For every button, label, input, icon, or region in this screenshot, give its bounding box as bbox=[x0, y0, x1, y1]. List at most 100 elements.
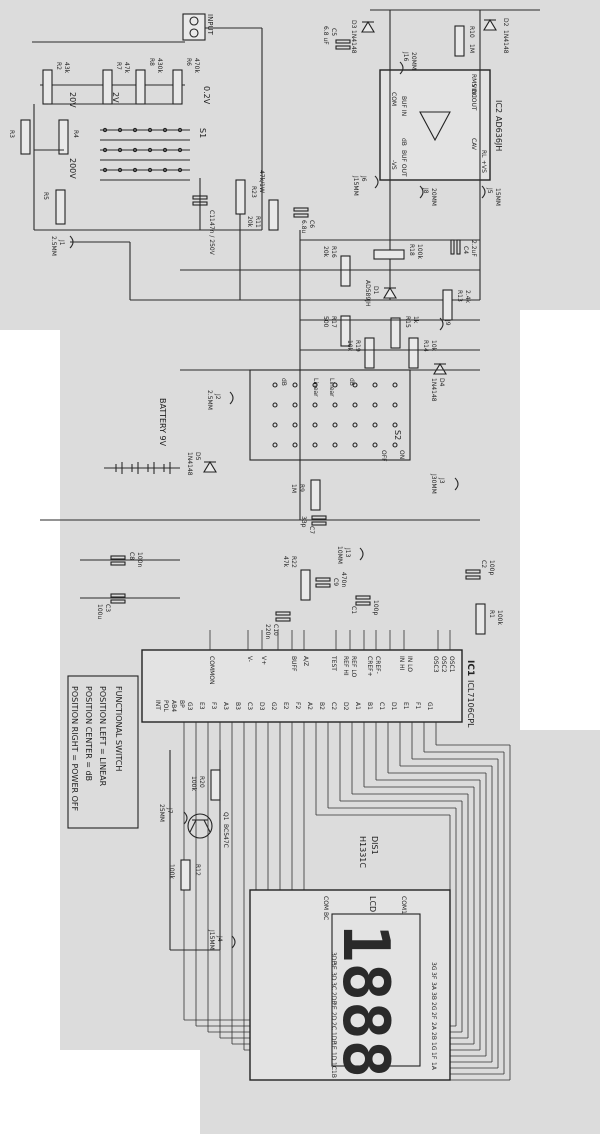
lcd-digits: 1888 bbox=[328, 924, 402, 1078]
svg-text:2DP: 2DP bbox=[330, 992, 337, 1004]
d3-value: 1N4148 bbox=[350, 30, 357, 54]
ic1-pin-test: TEST bbox=[330, 655, 337, 671]
ic1-pin-a3: A3 bbox=[222, 702, 229, 710]
svg-text:J1: J1 bbox=[58, 239, 65, 246]
ic1-pin-bp: BP bbox=[178, 700, 185, 708]
ic2-chip bbox=[379, 69, 491, 181]
svg-text:2.5MM: 2.5MM bbox=[50, 236, 57, 256]
input-label: INPUT bbox=[206, 14, 214, 36]
resistor-r6 bbox=[172, 69, 183, 105]
ic1-pin-ref-hi: REF HI bbox=[342, 656, 349, 676]
range-label-3: 200V bbox=[68, 158, 77, 179]
capacitor-c3-plate bbox=[110, 599, 126, 604]
r22-label: R22 bbox=[290, 556, 297, 568]
capacitor-c3 bbox=[110, 593, 126, 598]
lcd-label: LCD bbox=[368, 896, 377, 912]
svg-text:1A: 1A bbox=[430, 1062, 437, 1071]
capacitor-c1-plate bbox=[355, 601, 371, 606]
ic1-pin-e3: E3 bbox=[198, 702, 205, 710]
svg-text:2G: 2G bbox=[430, 1002, 437, 1011]
d1-value: AD589JH bbox=[364, 280, 371, 306]
capacitor-c6 bbox=[293, 207, 309, 212]
svg-text:3D: 3D bbox=[330, 972, 337, 981]
ic1-pin-osc3: OSC3 bbox=[432, 656, 439, 673]
r10-label: R10 bbox=[468, 26, 475, 38]
r13-label: R13 bbox=[456, 290, 463, 302]
resistor-r17 bbox=[340, 315, 351, 347]
input-terminal-hole-a bbox=[189, 16, 199, 26]
c1-label: C1 bbox=[350, 606, 357, 614]
r23-value: 47k/1W bbox=[258, 170, 265, 193]
resistor-r19 bbox=[364, 337, 375, 369]
ic2-pin-db: dB bbox=[400, 138, 407, 146]
lcd-part: H1331C bbox=[358, 836, 367, 868]
c11-label: C11 bbox=[208, 210, 215, 222]
r7-label: R7 bbox=[115, 62, 122, 70]
svg-text:3F: 3F bbox=[430, 972, 437, 980]
notes-line-1: POSITION CENTER = dB bbox=[84, 686, 93, 781]
resistor-r14 bbox=[408, 337, 419, 369]
svg-text:1DP: 1DP bbox=[330, 1032, 337, 1044]
input-terminal-hole-b bbox=[189, 28, 199, 38]
c9-label: C9 bbox=[332, 578, 339, 586]
ic1-pin-ab4: AB4 bbox=[170, 700, 177, 712]
svg-text:J15MM: J15MM bbox=[352, 175, 359, 196]
svg-text:J9: J9 bbox=[444, 319, 451, 326]
ic2-pin-buf-out: BUF OUT bbox=[400, 150, 407, 177]
c7-value: 33p bbox=[300, 516, 307, 528]
diode-d2 bbox=[483, 18, 497, 31]
ic1-pin-in-hi: IN HI bbox=[398, 656, 405, 671]
svg-text:2D: 2D bbox=[330, 1012, 337, 1021]
r5-label: R5 bbox=[42, 192, 49, 200]
resistor-r5 bbox=[55, 189, 66, 225]
r9-label: R9 bbox=[298, 484, 305, 492]
ic1-pin-b1: B1 bbox=[366, 702, 373, 710]
ic2-pin-cav: CAV bbox=[470, 138, 477, 151]
r1-label: R1 bbox=[488, 610, 495, 618]
range-label-1: 2V bbox=[111, 92, 120, 103]
capacitor-c2-plate bbox=[465, 575, 481, 580]
capacitor-c5-plate bbox=[335, 45, 351, 50]
ic1-top-leads bbox=[209, 630, 451, 650]
svg-text:2E: 2E bbox=[330, 1002, 337, 1010]
r17-value: 500 bbox=[322, 316, 329, 328]
switch-label-1: Linear bbox=[312, 378, 319, 397]
jumper-j5: J5 15MM bbox=[481, 185, 501, 206]
capacitor-c7 bbox=[311, 515, 327, 520]
ic2-part: AD636JH bbox=[494, 116, 503, 151]
r20-value: 100k bbox=[190, 776, 197, 791]
q1-label: Q1 bbox=[222, 812, 229, 821]
ic1-pin-g3: G3 bbox=[186, 702, 193, 711]
resistor-r11 bbox=[268, 199, 279, 231]
r2-label: R2 bbox=[55, 62, 62, 70]
svg-text:J2: J2 bbox=[214, 393, 221, 400]
ic1-part: ICL7106CPL bbox=[466, 680, 475, 728]
switch-label-5: Linear bbox=[328, 378, 335, 397]
svg-text:2F: 2F bbox=[430, 1012, 437, 1020]
capacitor-c10 bbox=[275, 611, 291, 616]
r14-label: R14 bbox=[422, 340, 429, 352]
ic1-pin-g2: G2 bbox=[270, 702, 277, 711]
svg-text:J15MM: J15MM bbox=[208, 929, 215, 950]
capacitor-c8 bbox=[110, 555, 126, 560]
notes-box bbox=[67, 675, 139, 829]
lcd-digit-text: 1888 bbox=[328, 924, 402, 1078]
resistor-r15 bbox=[390, 317, 401, 349]
svg-text:2.5MM: 2.5MM bbox=[206, 390, 213, 410]
r4-label: R4 bbox=[72, 130, 79, 138]
r14-value: 10k bbox=[430, 340, 437, 352]
jumper-j6: J6 J15MM bbox=[352, 175, 379, 196]
svg-text:25MM: 25MM bbox=[158, 804, 165, 822]
s2-label: S2 bbox=[393, 430, 402, 440]
svg-text:2A: 2A bbox=[430, 1022, 437, 1031]
capacitor-c11-plate bbox=[192, 201, 208, 206]
r18-value: 100k bbox=[416, 244, 423, 259]
ic1-pin-ref-lo: REF LO bbox=[350, 656, 357, 677]
ic1-pin-f3: F3 bbox=[210, 702, 217, 709]
c10-label: C10 bbox=[272, 624, 279, 636]
ic1-pin-az: A/Z bbox=[302, 656, 309, 666]
jumper-j2: J2 2.5MM bbox=[206, 390, 234, 410]
capacitor-c9 bbox=[315, 577, 331, 582]
resistor-r16 bbox=[340, 255, 351, 287]
